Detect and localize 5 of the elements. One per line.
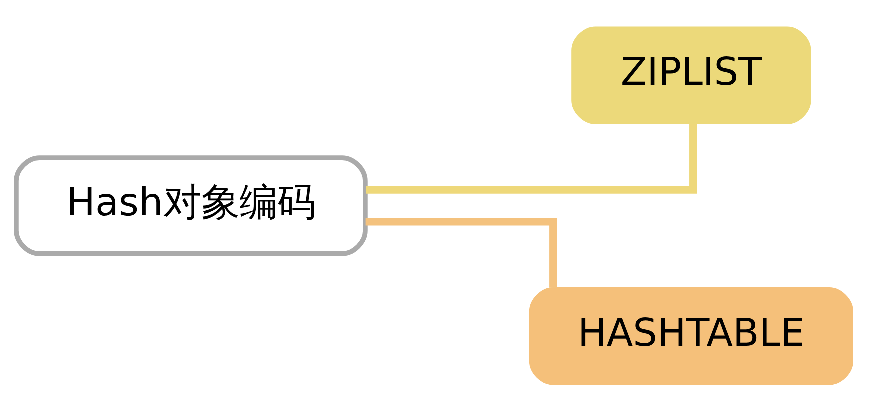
node-box: HASHTABLE	[529, 287, 854, 385]
node-box: Hash对象编码	[14, 155, 368, 256]
node-box: ZIPLIST	[572, 26, 812, 124]
connector	[366, 124, 698, 194]
connector	[366, 218, 558, 288]
